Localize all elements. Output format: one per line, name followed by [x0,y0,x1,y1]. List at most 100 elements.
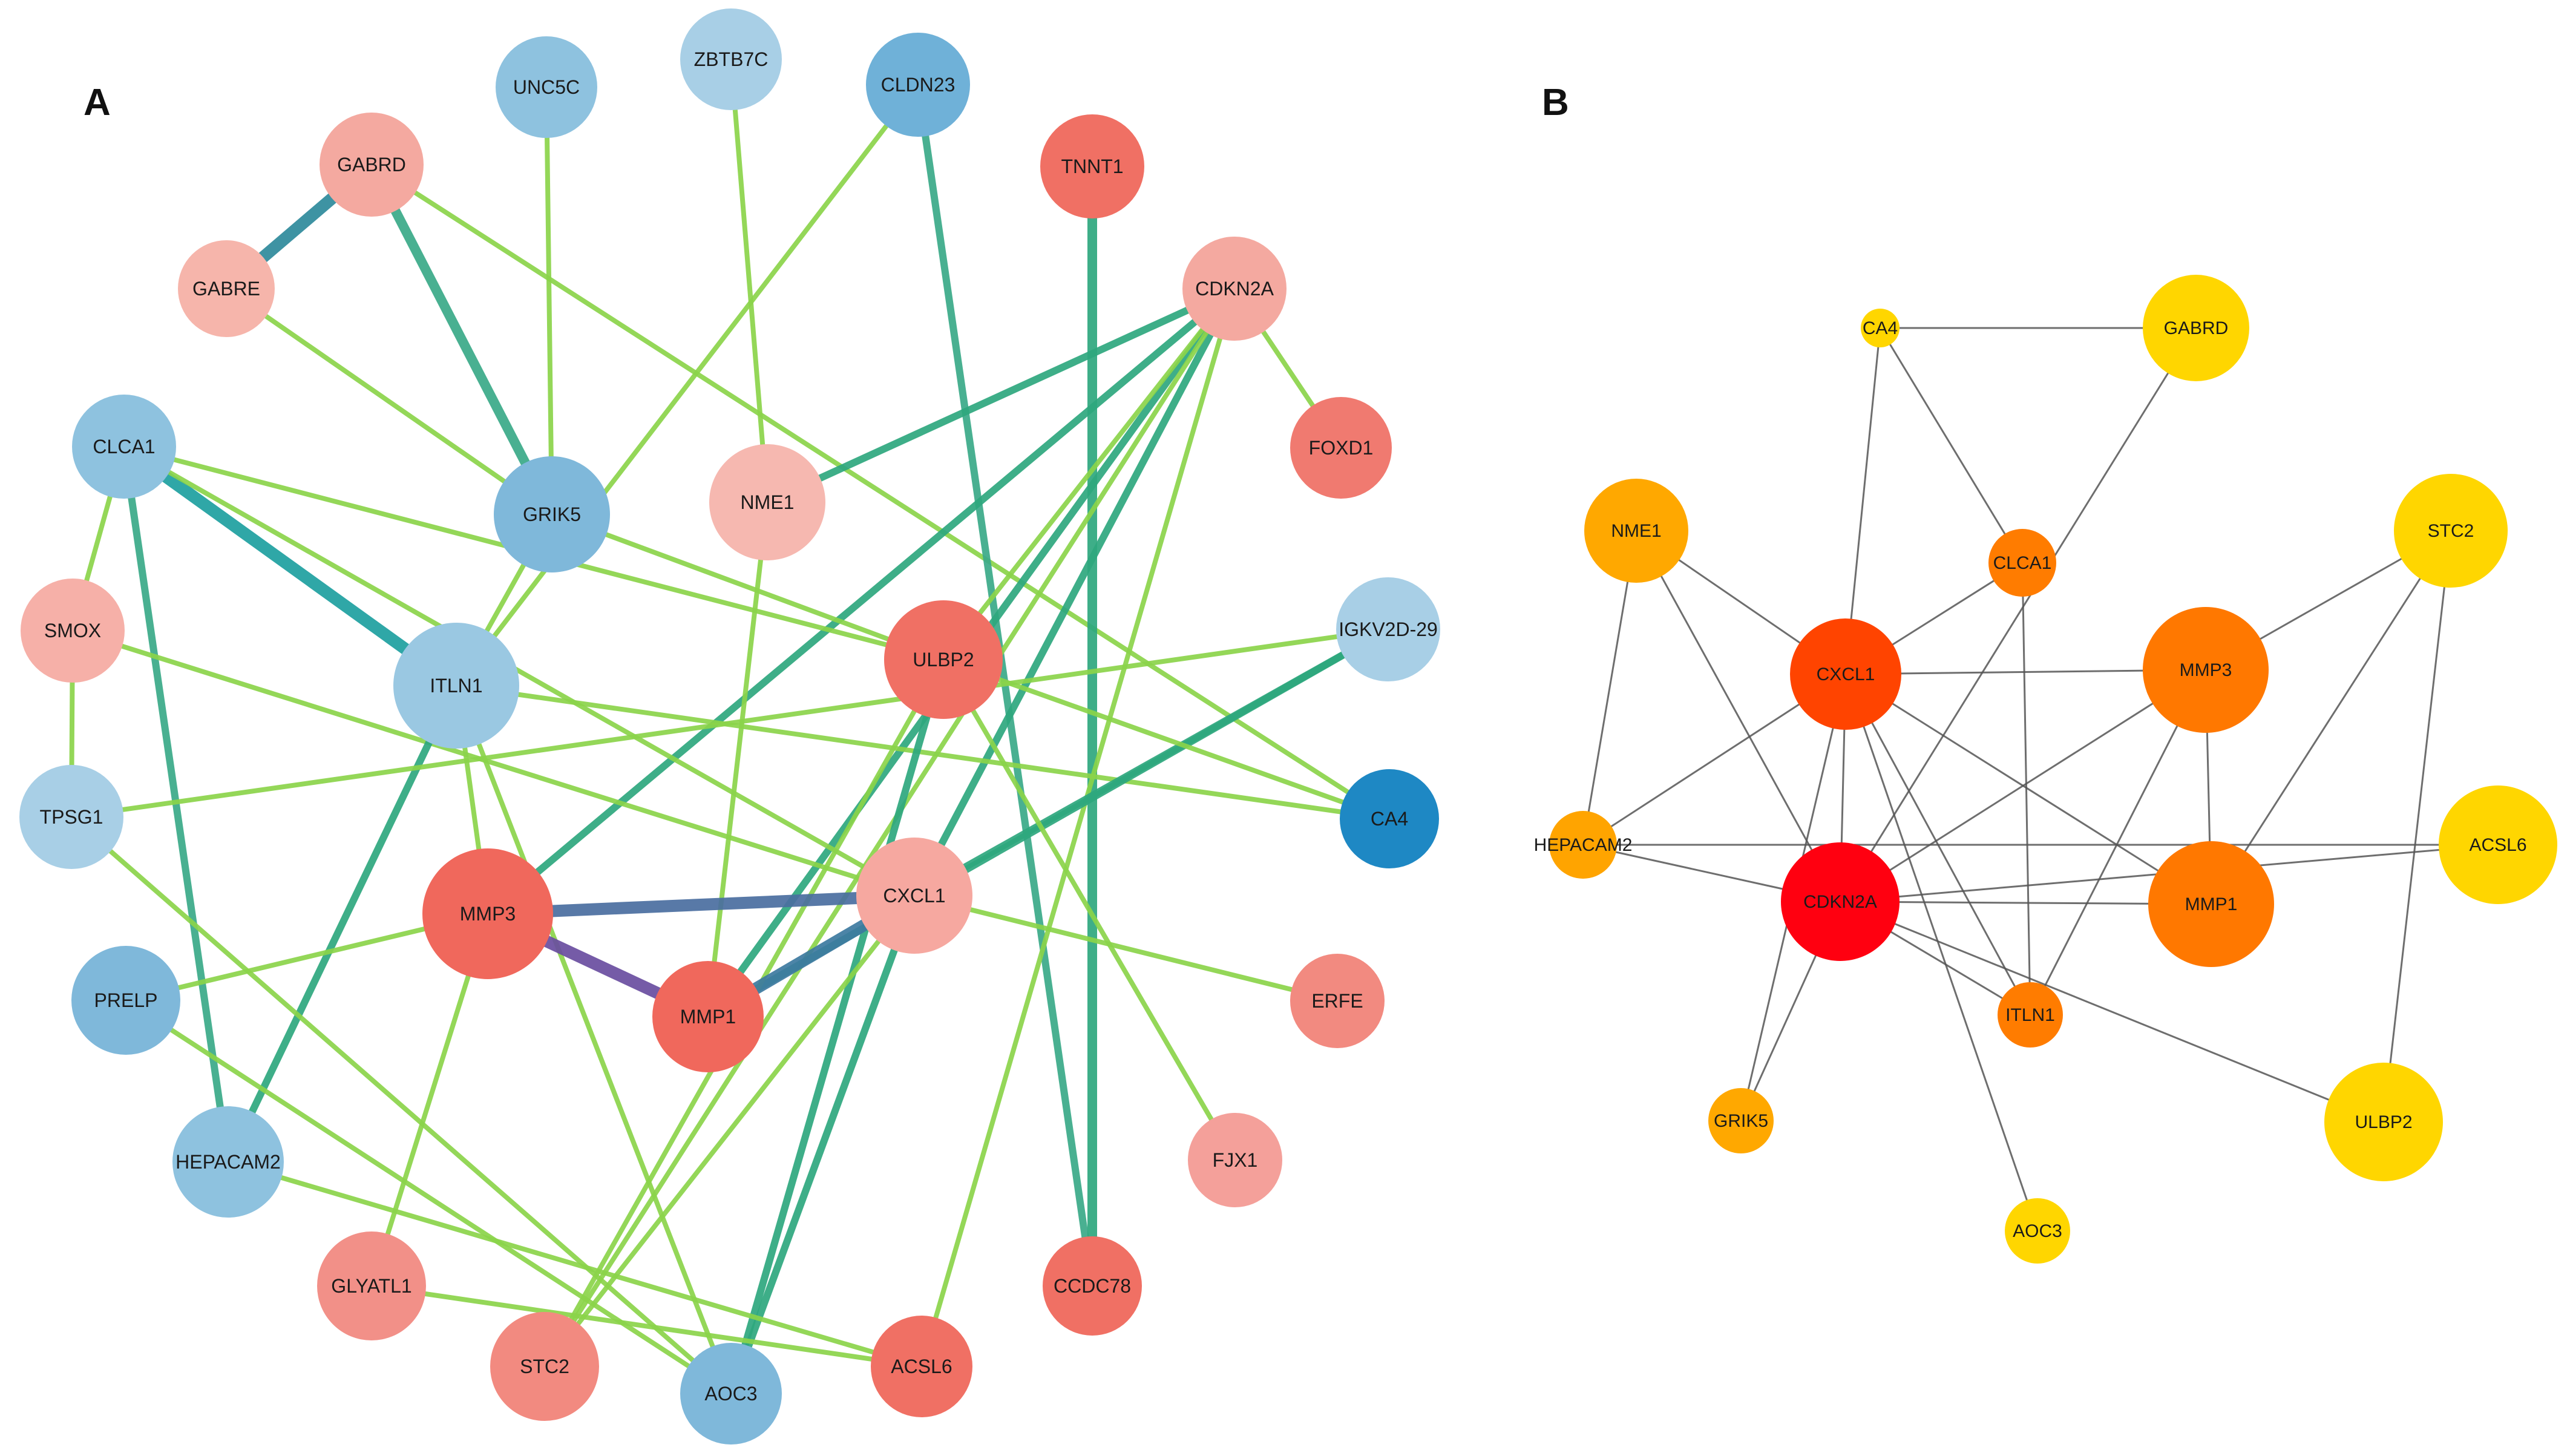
panel-a-edges [69,59,1391,1396]
node-circle-mmp3 [2143,607,2269,733]
node-label-gabrd: GABRD [2164,318,2229,338]
node-aoc3: AOC3 [2005,1198,2070,1264]
node-label-aoc3: AOC3 [704,1383,757,1405]
node-circle-clca1 [1988,529,2056,597]
node-stc2: STC2 [2394,474,2508,588]
edge-cdkn2a-mmp3 [485,286,1237,917]
node-circle-nme1 [1584,479,1688,583]
node-circle-hepacam2 [172,1106,284,1218]
edge-cdkn2a-ulbp2 [941,287,1237,661]
node-clca1: CLCA1 [72,395,176,499]
edge-stc2-mmp1 [2210,530,2452,905]
node-label-ulbp2: ULBP2 [2355,1112,2412,1132]
node-circle-gabrd [320,113,424,217]
node-unc5c: UNC5C [496,36,597,138]
node-label-acsl6: ACSL6 [2469,835,2526,855]
node-label-mmp3: MMP3 [2180,660,2232,680]
node-circle-itln1 [393,623,519,749]
node-circle-cxcl1 [856,838,972,954]
edge-nme1-mmp1 [706,502,770,1017]
node-foxd1: FOXD1 [1290,397,1392,499]
node-circle-stc2 [490,1312,599,1421]
node-label-itln1: ITLN1 [2005,1005,2055,1025]
edge-itln1-ca4 [456,683,1390,821]
node-label-erfe: ERFE [1311,990,1363,1012]
node-circle-ca4 [1340,769,1439,868]
node-label-cxcl1: CXCL1 [883,885,945,907]
node-circle-grik5 [1708,1088,1774,1153]
edge-tpsg1-igkv2d-29 [71,627,1389,819]
node-label-nme1: NME1 [1611,521,1661,541]
node-circle-foxd1 [1290,397,1392,499]
node-ca4: CA4 [1340,769,1439,868]
node-clca1: CLCA1 [1988,529,2056,597]
edge-clca1-cxcl1 [123,444,916,898]
node-mmp3: MMP3 [2143,607,2269,733]
node-circle-itln1 [1998,982,2063,1048]
node-circle-unc5c [496,36,597,138]
node-ca4: CA4 [1861,309,1900,347]
node-mmp3: MMP3 [422,848,553,979]
node-label-cdkn2a: CDKN2A [1195,278,1274,300]
node-circle-cdkn2a [1781,842,1900,961]
edge-gabre-grik5 [225,286,554,517]
node-label-nme1: NME1 [741,491,795,513]
node-label-ca4: CA4 [1371,808,1408,830]
panel-a-letter: A [84,82,111,123]
edge-prelp-aoc3 [124,998,733,1396]
node-label-prelp: PRELP [94,989,158,1011]
edge-smox-cxcl1 [71,628,916,898]
panel-b-letter: B [1542,82,1569,123]
edge-gabrd-cdkn2a [1839,327,2197,902]
edge-ulbp2-aoc3 [727,658,947,1395]
node-hepacam2: HEPACAM2 [1534,811,1632,879]
edge-ulbp2-fjx1 [941,658,1237,1162]
edge-zbtb7c-nme1 [729,59,770,503]
edge-gabrd-ca4 [370,162,1391,821]
edge-mmp3-cxcl1 [487,890,915,920]
node-grik5: GRIK5 [1708,1088,1774,1153]
node-acsl6: ACSL6 [871,1316,972,1417]
node-circle-acsl6 [871,1316,972,1417]
edge-hepacam2-acsl6 [227,1159,923,1369]
node-label-foxd1: FOXD1 [1309,437,1374,459]
node-circle-gabrd [2143,275,2249,381]
edge-clca1-itln1 [120,441,460,691]
node-label-gabre: GABRE [192,278,260,300]
edge-igkv2d-29-cxcl1 [913,626,1390,899]
edge-ca4-clca1 [1879,327,2024,563]
node-mmp1: MMP1 [2148,841,2274,967]
node-aoc3: AOC3 [680,1343,782,1445]
edge-nme1-hepacam2 [1582,530,1637,845]
edge-itln1-hepacam2 [225,684,460,1164]
node-label-igkv2d-29: IGKV2D-29 [1339,618,1438,640]
node-zbtb7c: ZBTB7C [680,8,782,110]
node-circle-aoc3 [680,1343,782,1445]
node-label-grik5: GRIK5 [1714,1111,1768,1131]
node-circle-ulbp2 [884,600,1003,719]
node-circle-glyatl1 [317,1231,426,1340]
node-circle-fjx1 [1188,1113,1282,1207]
node-circle-cxcl1 [1790,618,1901,730]
node-cxcl1: CXCL1 [1790,618,1901,730]
node-circle-mmp3 [422,848,553,979]
node-label-tpsg1: TPSG1 [40,806,103,828]
node-label-clca1: CLCA1 [1993,553,2052,573]
node-nme1: NME1 [709,444,825,560]
node-circle-gabre [178,240,275,337]
node-igkv2d-29: IGKV2D-29 [1336,577,1440,681]
node-circle-cdkn2a [1182,237,1287,341]
node-glyatl1: GLYATL1 [317,1231,426,1340]
node-label-grik5: GRIK5 [523,503,581,525]
node-tpsg1: TPSG1 [19,765,123,869]
edge-tpsg1-aoc3 [70,815,733,1396]
node-label-clca1: CLCA1 [93,436,155,457]
node-label-acsl6: ACSL6 [891,1356,952,1377]
node-label-ccdc78: CCDC78 [1054,1275,1131,1297]
node-label-cxcl1: CXCL1 [1817,664,1875,684]
node-circle-stc2 [2394,474,2508,588]
edge-cdkn2a-ulbp2 [1840,900,2384,1123]
